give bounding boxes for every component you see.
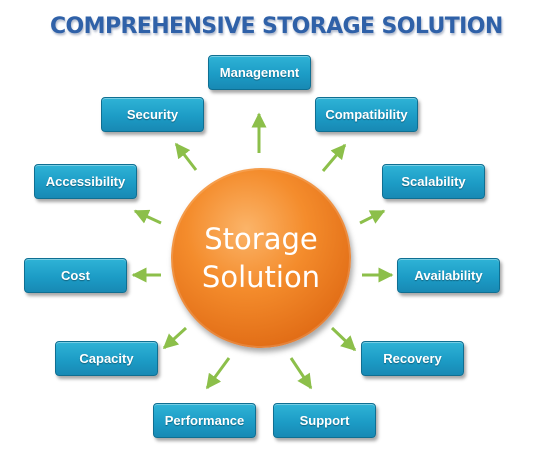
- storage-solution-hub: Storage Solution: [171, 168, 351, 348]
- arrow-accessibility: [133, 209, 162, 225]
- node-security: Security: [101, 97, 204, 132]
- arrow-compatibility: [321, 143, 347, 172]
- node-management: Management: [208, 55, 311, 90]
- arrow-capacity: [162, 326, 188, 350]
- arrow-support: [289, 357, 313, 390]
- arrow-recovery: [330, 326, 357, 352]
- diagram-title: COMPREHENSIVE STORAGE SOLUTION: [50, 14, 503, 39]
- hub-label-line2: Solution: [201, 260, 321, 294]
- hub-label-line1: Storage: [204, 222, 318, 256]
- node-capacity: Capacity: [55, 341, 158, 376]
- node-accessibility: Accessibility: [34, 164, 137, 199]
- node-cost: Cost: [24, 258, 127, 293]
- node-performance: Performance: [153, 403, 256, 438]
- node-availability: Availability: [397, 258, 500, 293]
- arrow-security: [174, 142, 198, 171]
- node-compatibility: Compatibility: [315, 97, 418, 132]
- node-recovery: Recovery: [361, 341, 464, 376]
- arrow-performance: [205, 357, 231, 390]
- node-scalability: Scalability: [382, 164, 485, 199]
- arrow-scalability: [359, 209, 386, 225]
- node-support: Support: [273, 403, 376, 438]
